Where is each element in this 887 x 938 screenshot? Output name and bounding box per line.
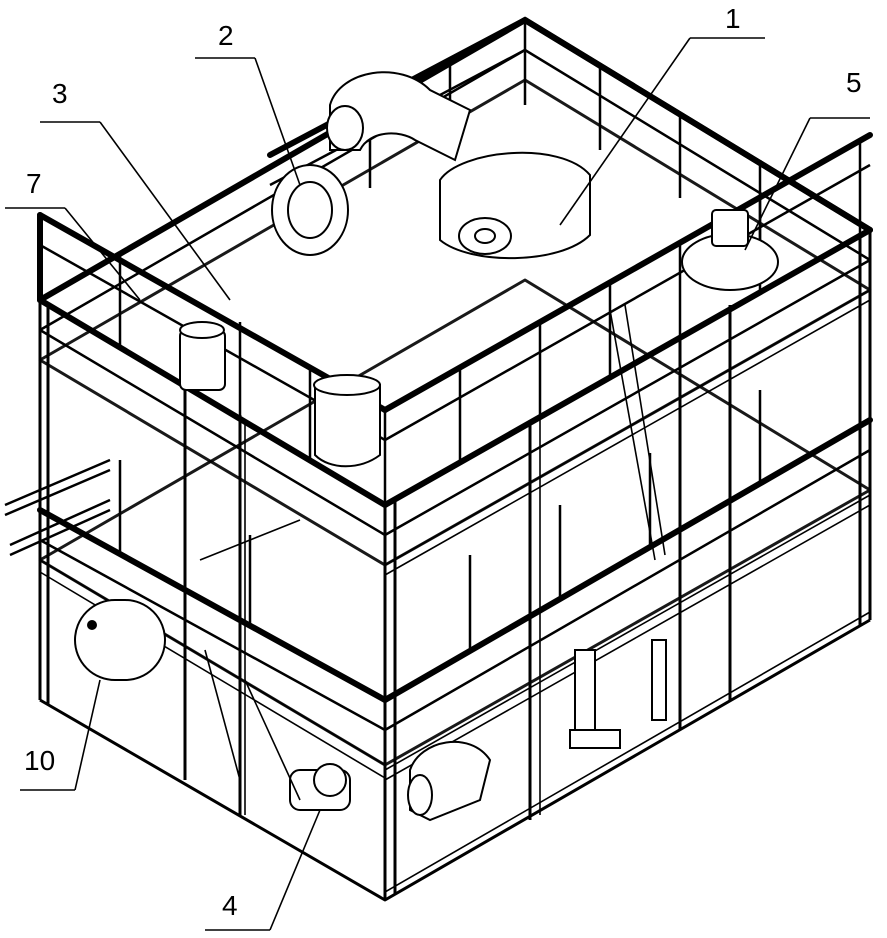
callout-labels: 1 2 3 4 5 7 10 xyxy=(24,3,862,921)
callout-3: 3 xyxy=(52,78,68,109)
callout-10: 10 xyxy=(24,745,55,776)
top-duct xyxy=(329,71,472,162)
callout-4: 4 xyxy=(222,890,238,921)
callout-1: 1 xyxy=(725,3,741,34)
leader-lines xyxy=(5,37,870,931)
horizontal-tank xyxy=(74,599,166,681)
callout-2: 2 xyxy=(218,20,234,51)
guard-railings xyxy=(37,16,873,732)
callout-5: 5 xyxy=(846,67,862,98)
callout-7: 7 xyxy=(26,168,42,199)
equipment xyxy=(4,71,779,822)
